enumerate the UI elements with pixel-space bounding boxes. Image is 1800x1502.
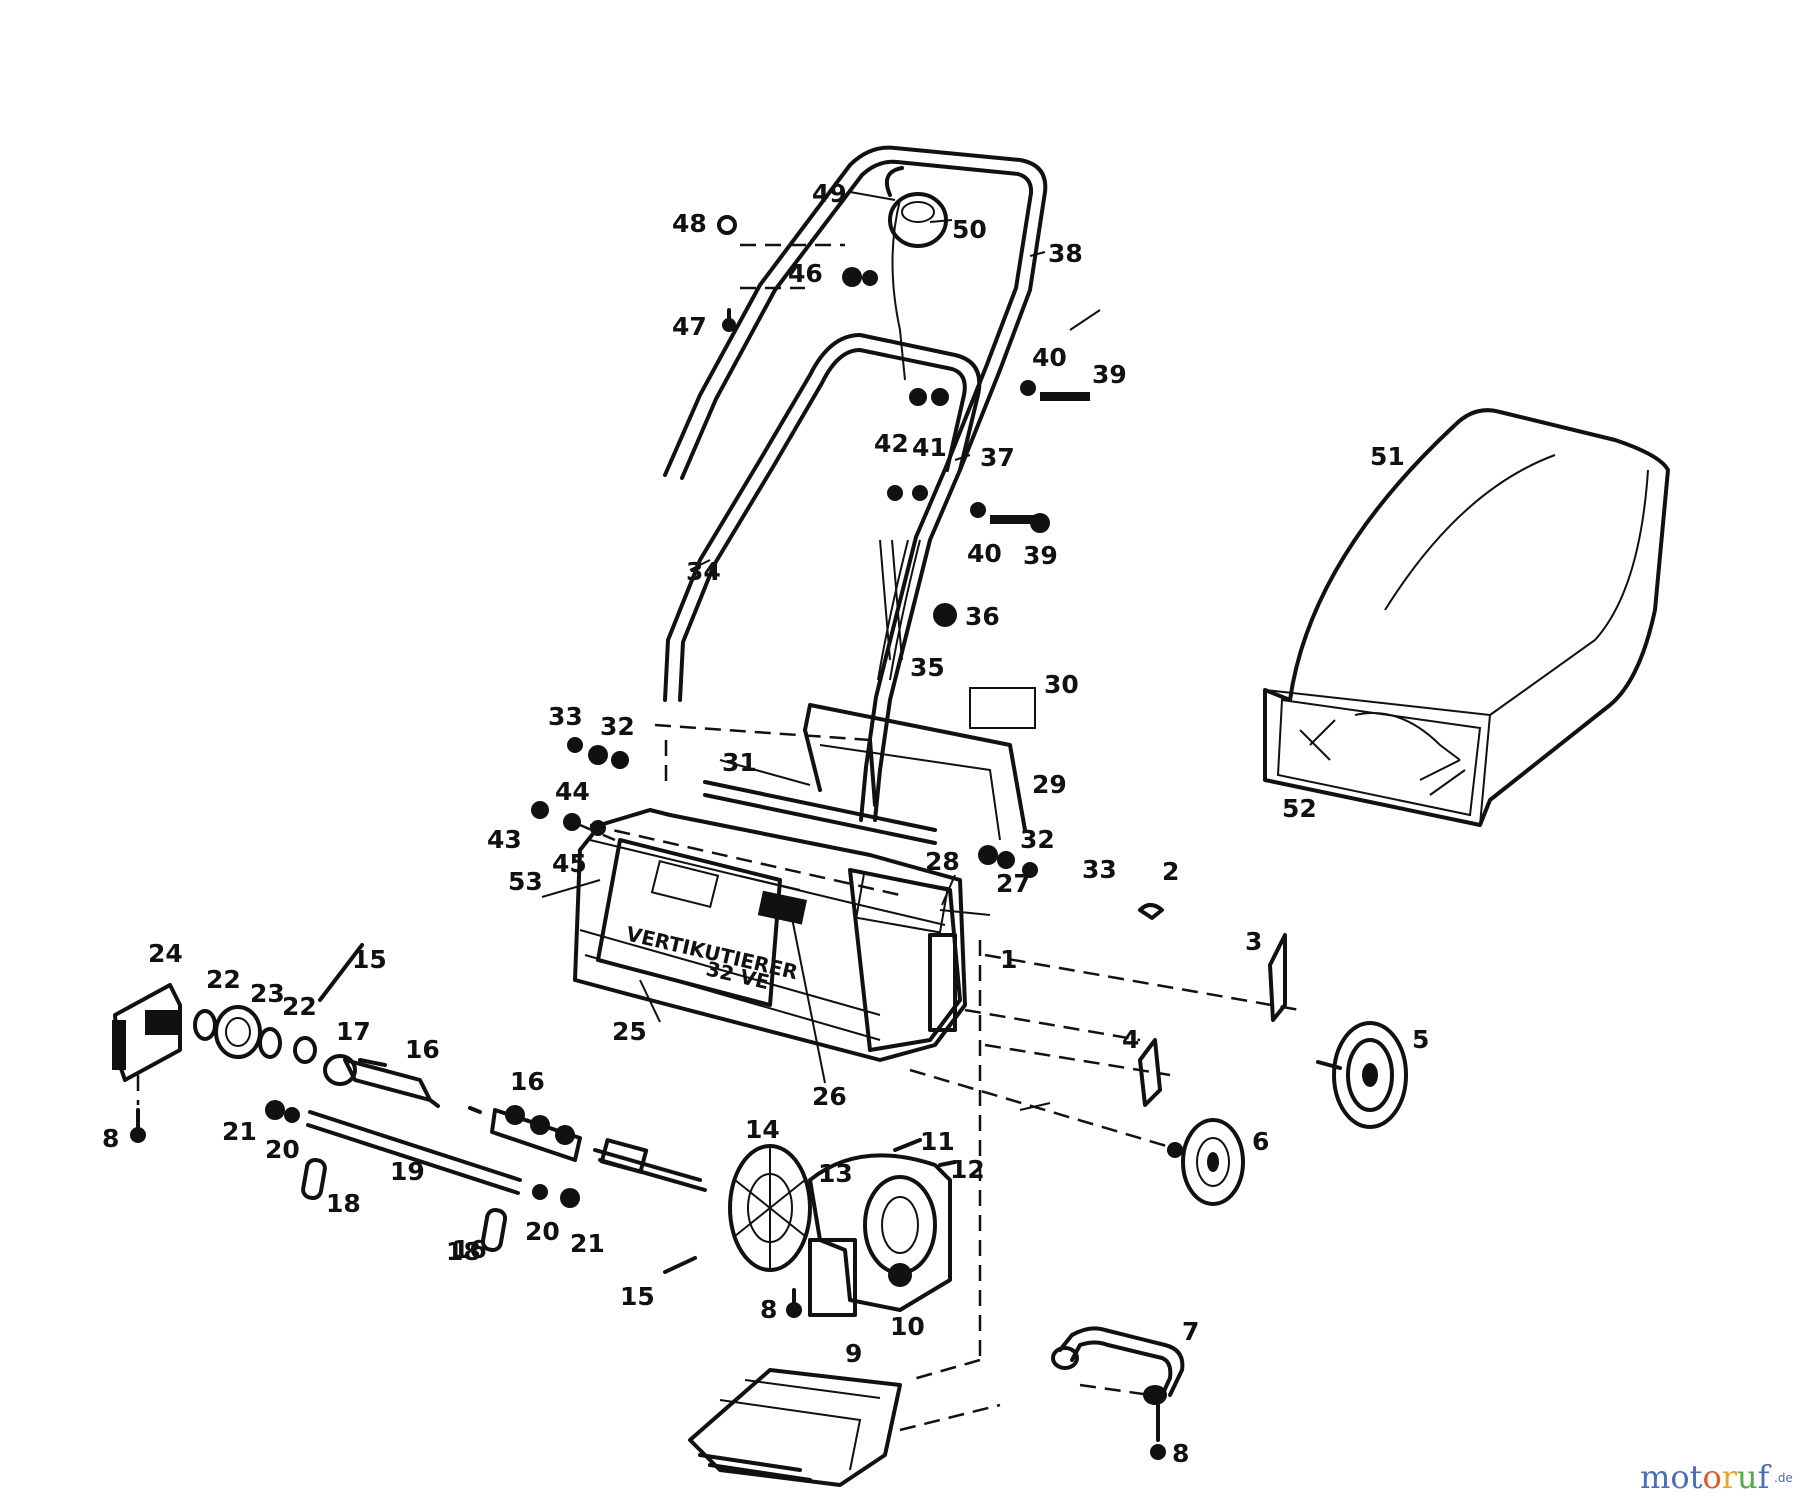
part-label-4: 4 — [1122, 1025, 1139, 1054]
shaft-pins — [301, 943, 697, 1274]
part-label-48: 48 — [672, 209, 707, 238]
lower-handle — [663, 333, 982, 702]
blade-shaft — [306, 1058, 707, 1195]
base-plate — [688, 1368, 902, 1487]
part-label-12: 12 — [950, 1155, 985, 1184]
bearings — [193, 1005, 580, 1208]
part-label-16a: 16 — [405, 1035, 440, 1064]
switch-box — [885, 166, 948, 248]
part-label-52: 52 — [1282, 794, 1317, 823]
part-label-10: 10 — [890, 1312, 925, 1341]
fan — [728, 1144, 812, 1272]
side-plate — [112, 983, 182, 1143]
part-label-19: 19 — [390, 1157, 425, 1186]
part-label-8c: 8 — [1172, 1439, 1189, 1468]
part-label-22b: 22 — [282, 992, 317, 1021]
handle-fasteners — [717, 215, 1090, 661]
part-label-32b: 32 — [1020, 825, 1055, 854]
part-label-29: 29 — [1032, 770, 1067, 799]
part-label-45: 45 — [552, 849, 587, 878]
part-label-51: 51 — [1370, 442, 1405, 471]
part-label-40b: 40 — [967, 539, 1002, 568]
part-label-37: 37 — [980, 443, 1015, 472]
part-label-47: 47 — [672, 312, 707, 341]
part-label-43: 43 — [487, 825, 522, 854]
wheel-large — [1316, 1021, 1408, 1129]
part-label-18a: 18 — [326, 1189, 361, 1218]
part-label-39b: 39 — [1023, 541, 1058, 570]
part-label-46: 46 — [788, 259, 823, 288]
part-label-21b: 21 — [570, 1229, 605, 1258]
part-label-41: 41 — [912, 433, 947, 462]
part-label-35: 35 — [910, 653, 945, 682]
part-label-14: 14 — [745, 1115, 780, 1144]
part-label-21a: 21 — [222, 1117, 257, 1146]
part-label-40a: 40 — [1032, 343, 1067, 372]
part-label-49: 49 — [812, 179, 847, 208]
part-label-26: 26 — [812, 1082, 847, 1111]
part-label-15a: 15 — [620, 1282, 655, 1311]
upper-handle — [663, 145, 1048, 822]
part-label-33b: 33 — [1082, 855, 1117, 884]
part-label-3: 3 — [1245, 927, 1262, 956]
part-label-7: 7 — [1182, 1317, 1199, 1346]
part-label-15b: 15 — [352, 945, 387, 974]
part-label-1: 1 — [1000, 945, 1017, 974]
part-label-50: 50 — [952, 215, 987, 244]
part-label-30: 30 — [1044, 670, 1079, 699]
part-number-labels: 1 2 3 4 5 6 7 8 8 8 9 10 11 12 13 14 15 … — [102, 179, 1429, 1468]
part-label-17: 17 — [336, 1017, 371, 1046]
watermark-suffix: .de — [1774, 1471, 1793, 1485]
part-label-9: 9 — [845, 1339, 862, 1368]
part-label-6: 6 — [1252, 1127, 1269, 1156]
part-label-27: 27 — [996, 869, 1031, 898]
part-label-28: 28 — [925, 847, 960, 876]
part-label-36: 36 — [965, 602, 1000, 631]
part-label-13: 13 — [818, 1159, 853, 1188]
part-label-39a: 39 — [1092, 360, 1127, 389]
part-label-24: 24 — [148, 939, 183, 968]
part-label-23: 23 — [250, 979, 285, 1008]
part-label-32a: 32 — [600, 712, 635, 741]
wheel-small — [1167, 1118, 1245, 1206]
side-fasteners — [531, 737, 1164, 920]
part-label-31: 31 — [722, 748, 757, 777]
leader-lines — [541, 191, 1101, 1111]
part-label-53: 53 — [508, 867, 543, 896]
cable — [877, 199, 921, 681]
part-label-8a: 8 — [102, 1124, 119, 1153]
motor — [786, 1138, 957, 1318]
grass-bag — [1263, 408, 1670, 827]
part-label-34: 34 — [686, 557, 721, 586]
part-label-8b: 8 — [760, 1295, 777, 1324]
part-label-42: 42 — [874, 429, 909, 458]
part-label-16c: 16 — [452, 1235, 487, 1264]
axle-bracket — [1051, 1326, 1185, 1460]
deck-housing — [573, 808, 967, 1062]
watermark-brand: motoruf — [1640, 1458, 1772, 1496]
rear-flap — [703, 687, 1036, 845]
part-label-11: 11 — [920, 1127, 955, 1156]
part-label-2: 2 — [1162, 857, 1179, 886]
wheel-brackets — [1138, 933, 1287, 1107]
part-label-33a: 33 — [548, 702, 583, 731]
part-label-44: 44 — [555, 777, 590, 806]
part-label-38: 38 — [1048, 239, 1083, 268]
part-label-22a: 22 — [206, 965, 241, 994]
part-label-5: 5 — [1412, 1025, 1429, 1054]
part-label-25: 25 — [612, 1017, 647, 1046]
watermark-logo: motoruf .de — [1640, 1458, 1793, 1496]
part-label-20b: 20 — [525, 1217, 560, 1246]
part-label-20a: 20 — [265, 1135, 300, 1164]
part-label-18b: 18 — [446, 1237, 481, 1266]
part-label-16b: 16 — [510, 1067, 545, 1096]
